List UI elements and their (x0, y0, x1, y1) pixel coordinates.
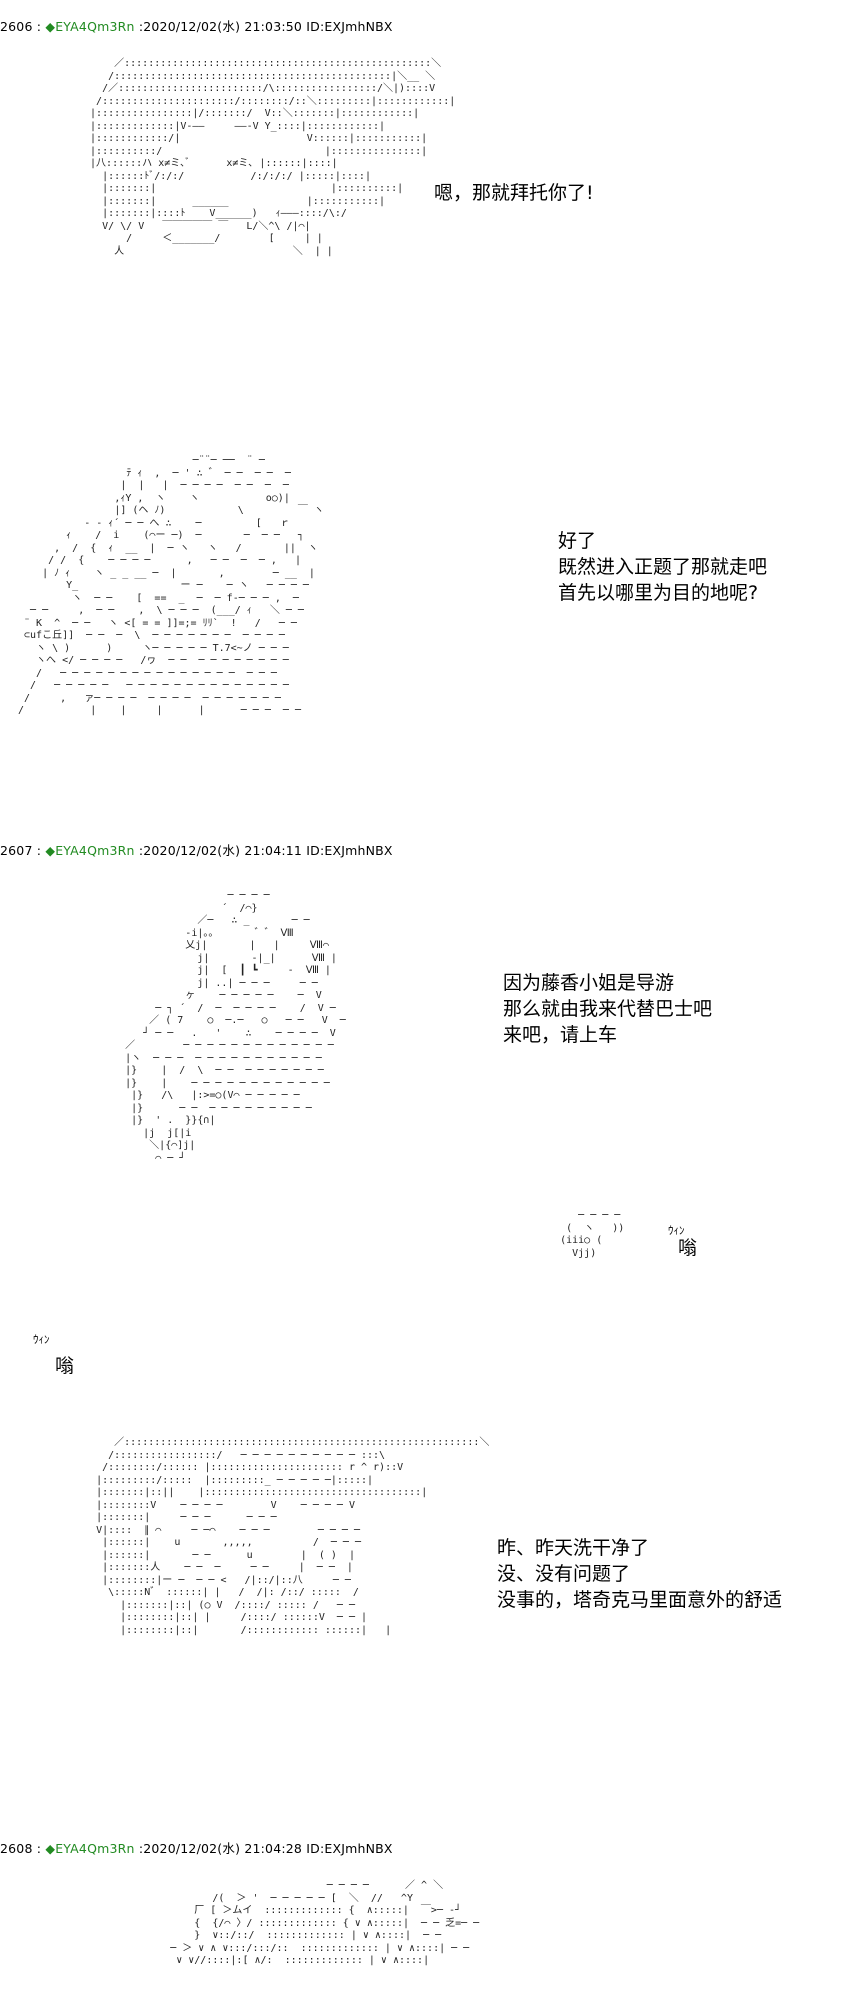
ascii-art-face-1: ／:::::::::::::::::::::::::::::::::::::::… (90, 58, 456, 257)
sfx-weng-right: 嗡 (678, 1237, 698, 1259)
post-header-2607: 2607 : ◆EYA4Qm3Rn :2020/12/02(水) 21:04:1… (0, 840, 393, 859)
ascii-art-robot-arm: ─ ─ ─ ─ ( ヽ )) (iii○ ( Vjj) (560, 1210, 625, 1259)
sfx-win-right: ｳｨﾝ (668, 1224, 685, 1237)
post-number: 2606 : (0, 19, 42, 34)
ascii-art-robot-5: ─ ─ ─ ─ ／ ^ ＼ /( ＞ ' ─ ─ ─ ─ ─ [ ＼ // ^Y… (170, 1880, 480, 1966)
post-meta: :2020/12/02(水) 21:04:11 ID:EXJmhNBX (138, 843, 393, 858)
post-number: 2607 : (0, 843, 42, 858)
sfx-win-left: ｳｨﾝ (33, 1333, 50, 1346)
dialogue-1: 嗯，那就拜托你了! (434, 182, 594, 204)
dialogue-3: 因为藤香小姐是导游 那么就由我来代替巴士吧 来吧，请上车 (503, 972, 713, 1046)
ascii-art-face-4: ／:::::::::::::::::::::::::::::::::::::::… (96, 1437, 490, 1636)
poster-name: ◆EYA4Qm3Rn (45, 19, 135, 34)
sfx-weng-left: 嗡 (55, 1355, 75, 1377)
post-header-2608: 2608 : ◆EYA4Qm3Rn :2020/12/02(水) 21:04:2… (0, 1838, 393, 1857)
dialogue-4: 昨、昨天洗干净了 没、没有问题了 没事的，塔奇克马里面意外的舒适 (497, 1537, 783, 1611)
ascii-art-robot-3: ─ ─ ─ ─ ´ /⌒} ／─ ∴ _ ─ ─ -i|。。 ゛゛ Ⅷ 乂j| … (125, 890, 346, 1164)
poster-name: ◆EYA4Qm3Rn (45, 843, 135, 858)
post-header-2606: 2606 : ◆EYA4Qm3Rn :2020/12/02(水) 21:03:5… (0, 16, 393, 35)
ascii-art-scene-2: ─¨¨─ ── ¨ ─ ﾃ ｨ , ─ ' ∴ ゛ ─ ─ ─ ─ ─ | | … (18, 455, 324, 716)
post-meta: :2020/12/02(水) 21:04:28 ID:EXJmhNBX (138, 1841, 393, 1856)
post-number: 2608 : (0, 1841, 42, 1856)
dialogue-2: 好了 既然进入正题了那就走吧 首先以哪里为目的地呢? (558, 530, 768, 604)
poster-name: ◆EYA4Qm3Rn (45, 1841, 135, 1856)
post-meta: :2020/12/02(水) 21:03:50 ID:EXJmhNBX (138, 19, 393, 34)
